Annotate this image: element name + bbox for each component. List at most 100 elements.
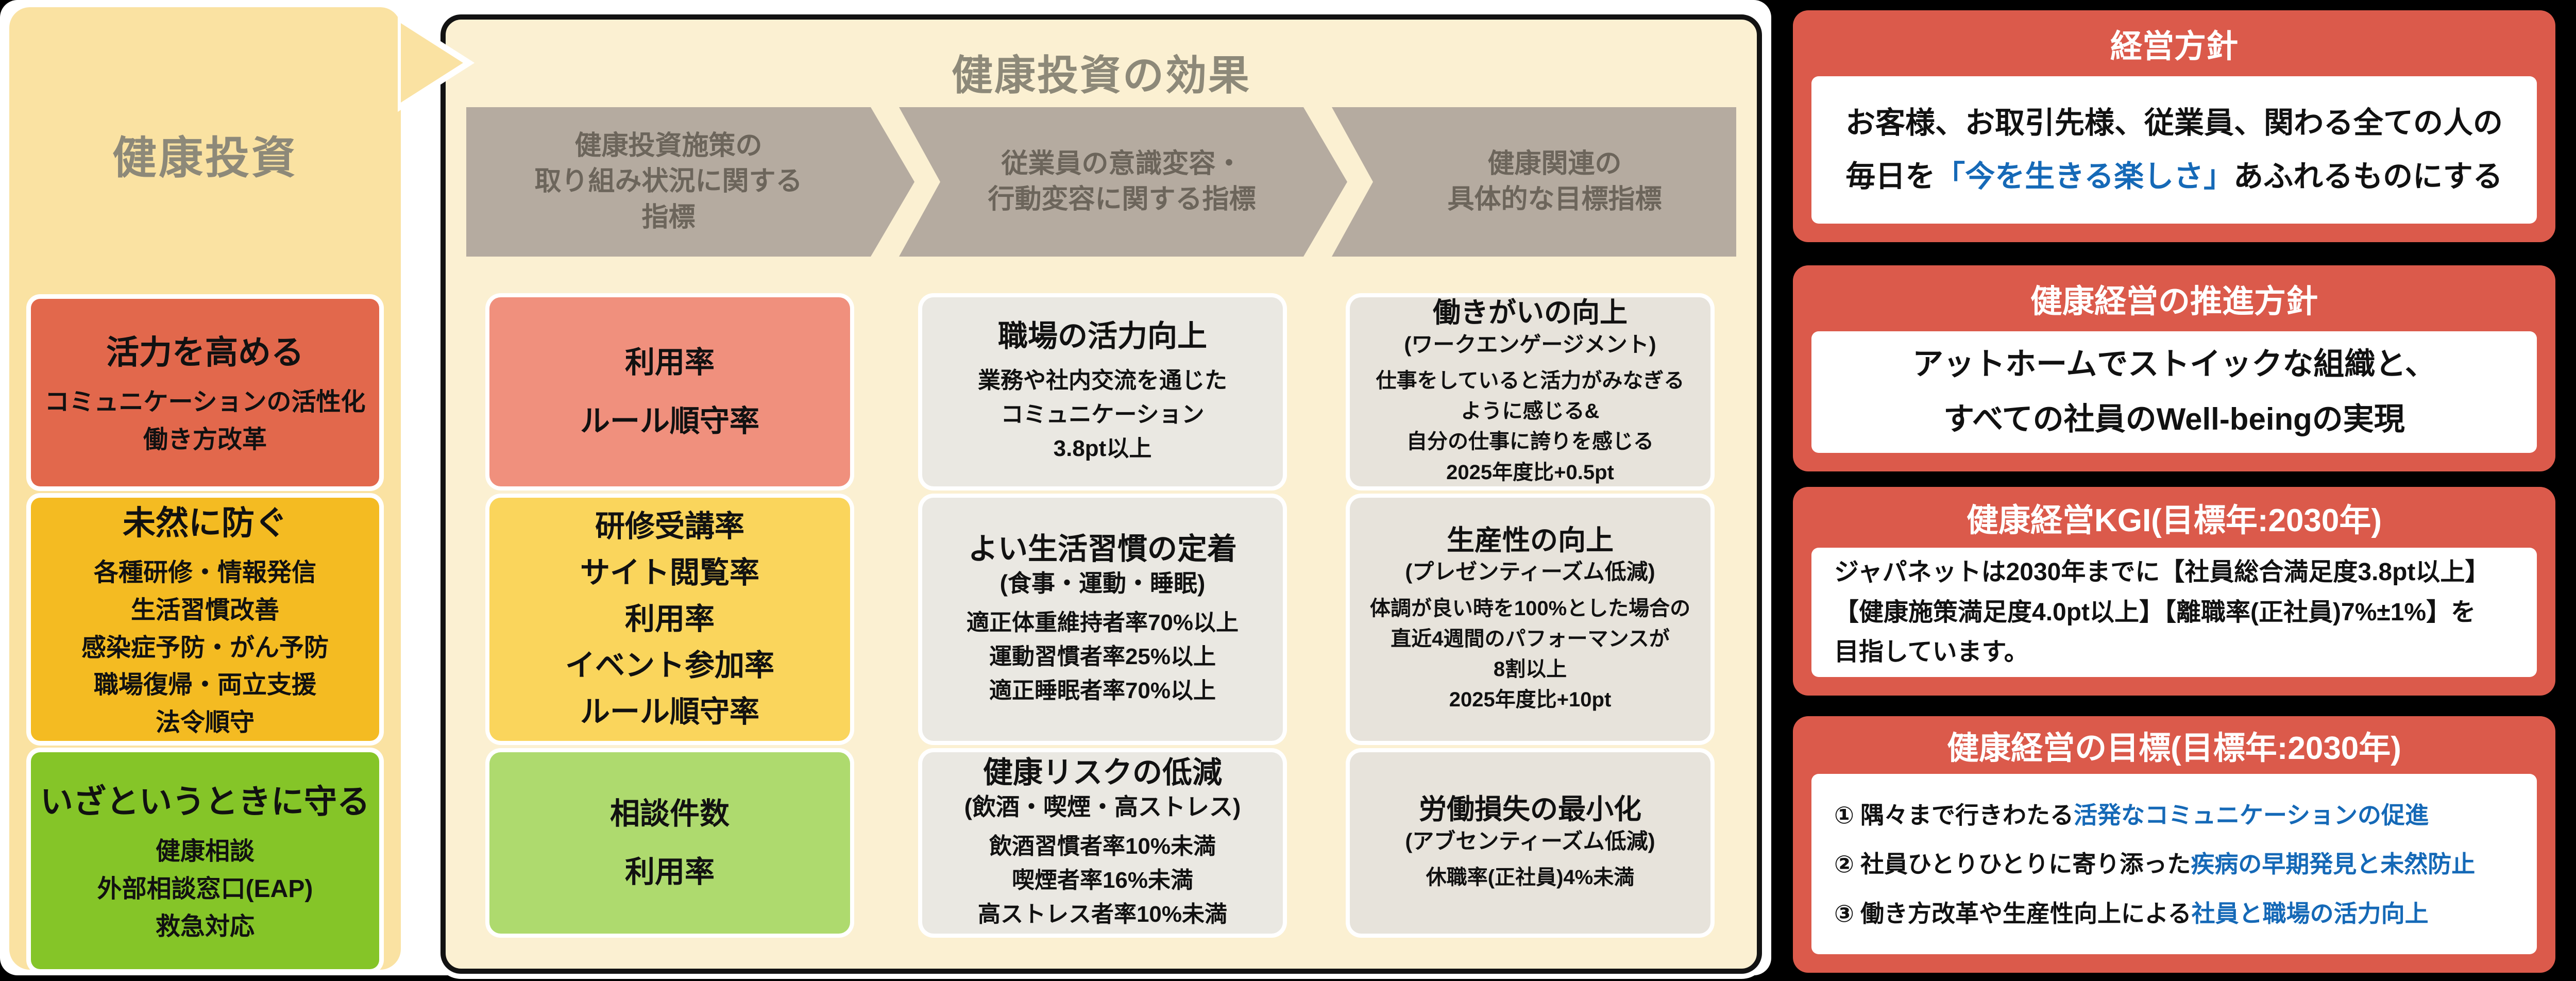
- flow-arrow-icon: [398, 13, 475, 112]
- box-title: 労働損失の最小化: [1419, 794, 1641, 825]
- box-subtitle: (飲酒・喫煙・高ストレス): [964, 793, 1241, 820]
- policy-line: アットホームでストイックな組織と、: [1912, 347, 2436, 382]
- box-line: 職場復帰・両立支援: [93, 671, 316, 699]
- kpi-line: 相談件数: [609, 797, 730, 831]
- header-line: 行動変容に関する指標: [988, 184, 1256, 214]
- box-line: 感染症予防・がん予防: [81, 634, 329, 662]
- box-line: 適正睡眠者率70%以上: [989, 678, 1216, 703]
- box-title: いざというときに守る: [40, 783, 370, 821]
- box-line: 飲酒習慣者率10%未満: [989, 833, 1216, 859]
- policy-highlight: 「今を生きる楽しさ」: [1935, 160, 2234, 193]
- header-line: 取り組み状況に関する: [534, 166, 803, 197]
- kpi-box-participation: 研修受講率 サイト閲覧率 利用率 イベント参加率 ルール順守率: [489, 498, 850, 741]
- box-line: 生活習慣改善: [130, 596, 279, 624]
- box-line: 3.8pt以上: [1053, 435, 1152, 461]
- management-policy-card: 経営方針 お客様、お取引先様、従業員、関わる全ての人の 毎日を「今を生きる楽しさ…: [1793, 10, 2555, 242]
- box-line: 働き方改革: [143, 426, 267, 453]
- box-subtitle: (アブセンティーズム低減): [1405, 828, 1655, 853]
- policy-text: 毎日を: [1845, 160, 1936, 193]
- goal-text: 隅々まで行きわたる: [1860, 801, 2074, 828]
- goal-highlight: 疾病の早期発見と未然防止: [2191, 851, 2476, 877]
- box-title: 活力を高める: [106, 334, 304, 371]
- box-line: 救急対応: [155, 912, 255, 940]
- box-line: コミュニケーションの活性化: [44, 388, 366, 416]
- box-line: 外部相談窓口(EAP): [97, 875, 313, 903]
- goal-number: ②: [1834, 851, 1854, 877]
- kpi-line: サイト閲覧率: [580, 556, 759, 590]
- kpi-line: 利用率: [624, 855, 715, 889]
- kgi-line: 【健康施策満足度4.0pt以上】【離職率(正社員)7%±1%】を: [1834, 598, 2476, 626]
- kgi-line: 目指しています。: [1834, 638, 2029, 666]
- policy-line: すべての社員のWell-beingの実現: [1943, 402, 2405, 436]
- goal-number: ③: [1834, 900, 1854, 927]
- box-line: 喫煙者率16%未満: [1011, 867, 1194, 893]
- health-investment-title: 健康投資: [112, 133, 298, 183]
- box-line: 2025年度比+0.5pt: [1446, 461, 1614, 484]
- policy-text: あふれるものにする: [2233, 160, 2503, 193]
- card-header: 健康経営の推進方針: [2030, 284, 2318, 319]
- box-line: 各種研修・情報発信: [93, 559, 316, 586]
- box-title: 未然に防ぐ: [123, 504, 287, 542]
- box-title: よい生活習慣の定着: [968, 532, 1237, 566]
- header-line: 健康投資施策の: [574, 131, 762, 161]
- investment-box-protection: いざというときに守る 健康相談 外部相談窓口(EAP) 救急対応: [31, 752, 379, 969]
- column-header-awareness-behavior-indicators: 従業員の意識変容・ 行動変容に関する指標: [899, 107, 1347, 257]
- effect-box-lifestyle-habits: よい生活習慣の定着 (食事・運動・睡眠) 適正体重維持者率70%以上 運動習慣者…: [922, 498, 1283, 741]
- investment-box-vitality: 活力を高める コミュニケーションの活性化 働き方改革: [31, 299, 379, 486]
- box-line: コミュニケーション: [1001, 401, 1205, 427]
- card-header: 健康経営の目標(目標年:2030年): [1947, 731, 2401, 766]
- effect-box-workplace-vitality: 職場の活力向上 業務や社内交流を通じた コミュニケーション 3.8pt以上: [922, 297, 1283, 486]
- card-body: ジャパネットは2030年までに【社員総合満足度3.8pt以上】 【健康施策満足度…: [1811, 548, 2537, 677]
- target-box-work-engagement: 働きがいの向上 (ワークエンゲージメント) 仕事をしていると活力がみなぎる よう…: [1350, 297, 1710, 486]
- health-investment-panel: 健康投資 活力を高める コミュニケーションの活性化 働き方改革 未然に防ぐ 各種…: [9, 7, 401, 970]
- header-line: 従業員の意識変容・: [1001, 148, 1243, 179]
- policy-line: 毎日を「今を生きる楽しさ」あふれるものにする: [1845, 150, 2502, 204]
- column-header-implementation-indicators: 健康投資施策の 取り組み状況に関する 指標: [466, 107, 914, 257]
- box-subtitle: (ワークエンゲージメント): [1404, 332, 1656, 357]
- card-body: アットホームでストイックな組織と、 すべての社員のWell-beingの実現: [1811, 331, 2537, 453]
- health-promotion-policy-card: 健康経営の推進方針 アットホームでストイックな組織と、 すべての社員のWell-…: [1793, 265, 2555, 471]
- kpi-line: 利用率: [624, 346, 715, 380]
- box-line: 仕事をしていると活力がみなぎる: [1376, 369, 1685, 393]
- box-line: 体調が良い時を100%とした場合の: [1369, 597, 1691, 620]
- kgi-line: ジャパネットは2030年までに【社員総合満足度3.8pt以上】: [1834, 558, 2490, 586]
- target-box-labor-loss: 労働損失の最小化 (アブセンティーズム低減) 休職率(正社員)4%未満: [1350, 752, 1710, 934]
- box-line: 運動習慣者率25%以上: [989, 644, 1216, 669]
- header-line: 具体的な目標指標: [1447, 184, 1662, 214]
- box-line: 高ストレス者率10%未満: [977, 901, 1228, 927]
- kpi-box-consultation: 相談件数 利用率: [489, 752, 850, 934]
- column-header-health-target-indicators: 健康関連の 具体的な目標指標: [1332, 107, 1736, 257]
- card-body: お客様、お取引先様、従業員、関わる全ての人の 毎日を「今を生きる楽しさ」あふれる…: [1811, 76, 2537, 224]
- box-title: 働きがいの向上: [1433, 297, 1628, 329]
- kpi-line: ルール順守率: [580, 404, 759, 438]
- kpi-line: 利用率: [624, 602, 715, 636]
- goal-number: ①: [1834, 801, 1854, 828]
- box-line: 適正体重維持者率70%以上: [966, 610, 1239, 635]
- kpi-line: ルール順守率: [580, 695, 759, 729]
- goal-text: 社員ひとりひとりに寄り添った: [1860, 851, 2191, 877]
- box-line: 自分の仕事に誇りを感じる: [1406, 430, 1654, 453]
- box-title: 職場の活力向上: [997, 319, 1207, 353]
- box-line: 直近4週間のパフォーマンスが: [1391, 627, 1670, 650]
- goal-highlight: 社員と職場の活力向上: [2191, 900, 2429, 927]
- effects-panel-title: 健康投資の効果: [952, 53, 1251, 98]
- card-header: 経営方針: [2110, 29, 2238, 64]
- box-line: 2025年度比+10pt: [1449, 688, 1612, 712]
- box-line: 法令順守: [155, 709, 255, 737]
- policy-line: お客様、お取引先様、従業員、関わる全ての人の: [1845, 106, 2503, 140]
- box-line: 8割以上: [1493, 657, 1567, 681]
- goal-text: 働き方改革や生産性向上による: [1860, 900, 2192, 927]
- box-line: 業務や社内交流を通じた: [978, 367, 1227, 393]
- box-title: 健康リスクの低減: [982, 756, 1222, 790]
- box-line: 休職率(正社員)4%未満: [1426, 866, 1635, 889]
- header-line: 健康関連の: [1487, 148, 1622, 179]
- kpi-line: 研修受講率: [595, 510, 744, 544]
- box-title: 生産性の向上: [1447, 525, 1614, 556]
- goal-highlight: 活発なコミュニケーションの促進: [2073, 801, 2429, 828]
